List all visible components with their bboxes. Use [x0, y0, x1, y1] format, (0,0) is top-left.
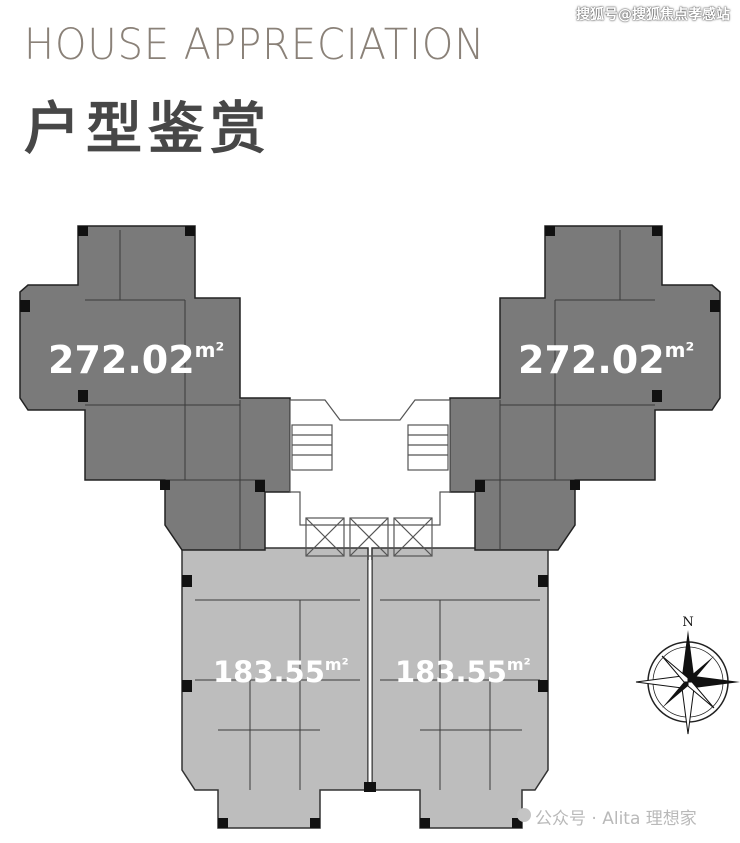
area-label-lower-right: 183.55m²	[395, 655, 531, 689]
compass-north-label: N	[682, 615, 693, 630]
watermark-top: 搜狐号@搜狐焦点孝感站	[576, 7, 730, 23]
watermark-bottom: 公众号 · Alita 理想家	[535, 809, 697, 829]
wechat-icon	[517, 808, 531, 822]
compass-rose-icon: N	[635, 615, 740, 735]
area-label-lower-left: 183.55m²	[213, 655, 349, 689]
unit-272-left	[19, 225, 291, 551]
area-label-upper-left: 272.02m²	[48, 338, 224, 382]
core-stairs-elevators	[289, 399, 451, 790]
structural-columns	[20, 226, 720, 828]
title-english: HOUSE APPRECIATION	[24, 20, 486, 70]
interior-walls	[85, 230, 655, 790]
title-chinese: 户型鉴赏	[24, 97, 272, 162]
unit-272-right	[449, 225, 721, 551]
unit-183-left	[181, 547, 369, 829]
area-label-upper-right: 272.02m²	[518, 338, 694, 382]
